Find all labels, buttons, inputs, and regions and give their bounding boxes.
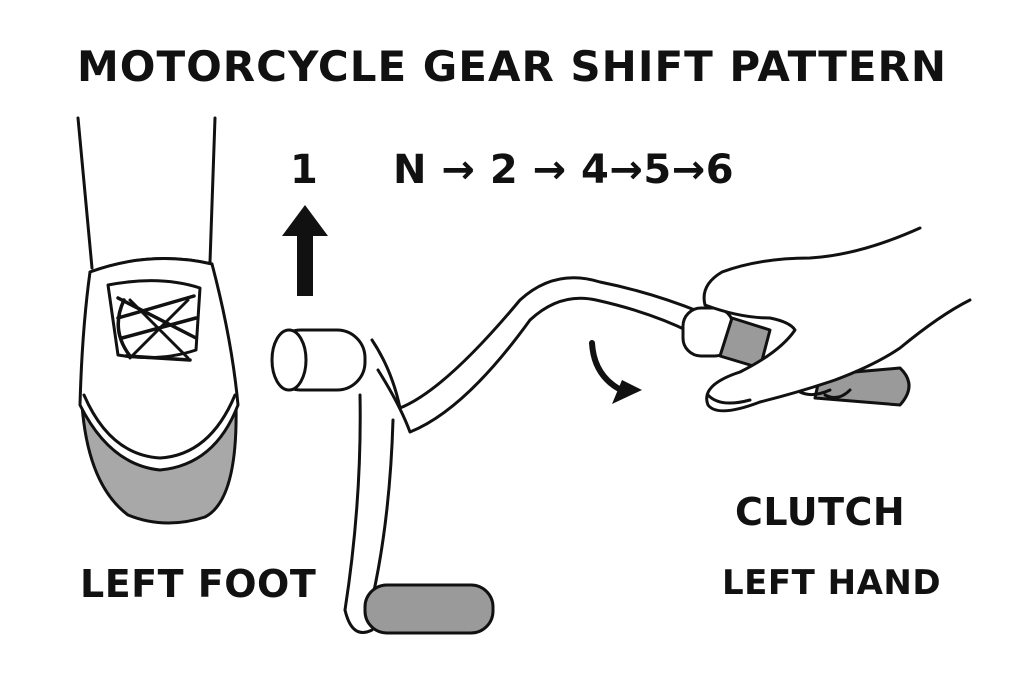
finger-lines: [798, 388, 852, 400]
gear-one-label: 1: [290, 147, 319, 193]
left-foot-label: LEFT FOOT: [80, 562, 317, 606]
shift-peg-bottom: [363, 583, 495, 635]
lever-arm-inner: [376, 296, 692, 434]
lever-shaft-outer: [343, 393, 362, 612]
boot-pant-leg: [76, 116, 217, 270]
lever-arm-outer: [370, 276, 702, 410]
hand-illustration: [681, 226, 972, 413]
left-hand-label: LEFT HAND: [722, 563, 942, 603]
lever-shaft-inner: [370, 418, 395, 602]
thumb: [706, 393, 752, 405]
diagram-title: MOTORCYCLE GEAR SHIFT PATTERN: [76, 42, 948, 91]
shift-lever: [270, 276, 702, 635]
boot-toe-cap: [82, 393, 237, 460]
lever-bottom: [343, 608, 374, 634]
up-arrow: [282, 205, 328, 296]
gear-sequence-label: N → 2 → 4→5→6: [393, 147, 735, 193]
clutch-label: CLUTCH: [735, 490, 906, 534]
boot-upper: [78, 257, 240, 472]
boot-lace-cross: [128, 298, 190, 360]
clutch-curved-arrow: [589, 340, 642, 404]
hand-outline: [702, 226, 972, 413]
boot-illustration: [76, 116, 240, 525]
